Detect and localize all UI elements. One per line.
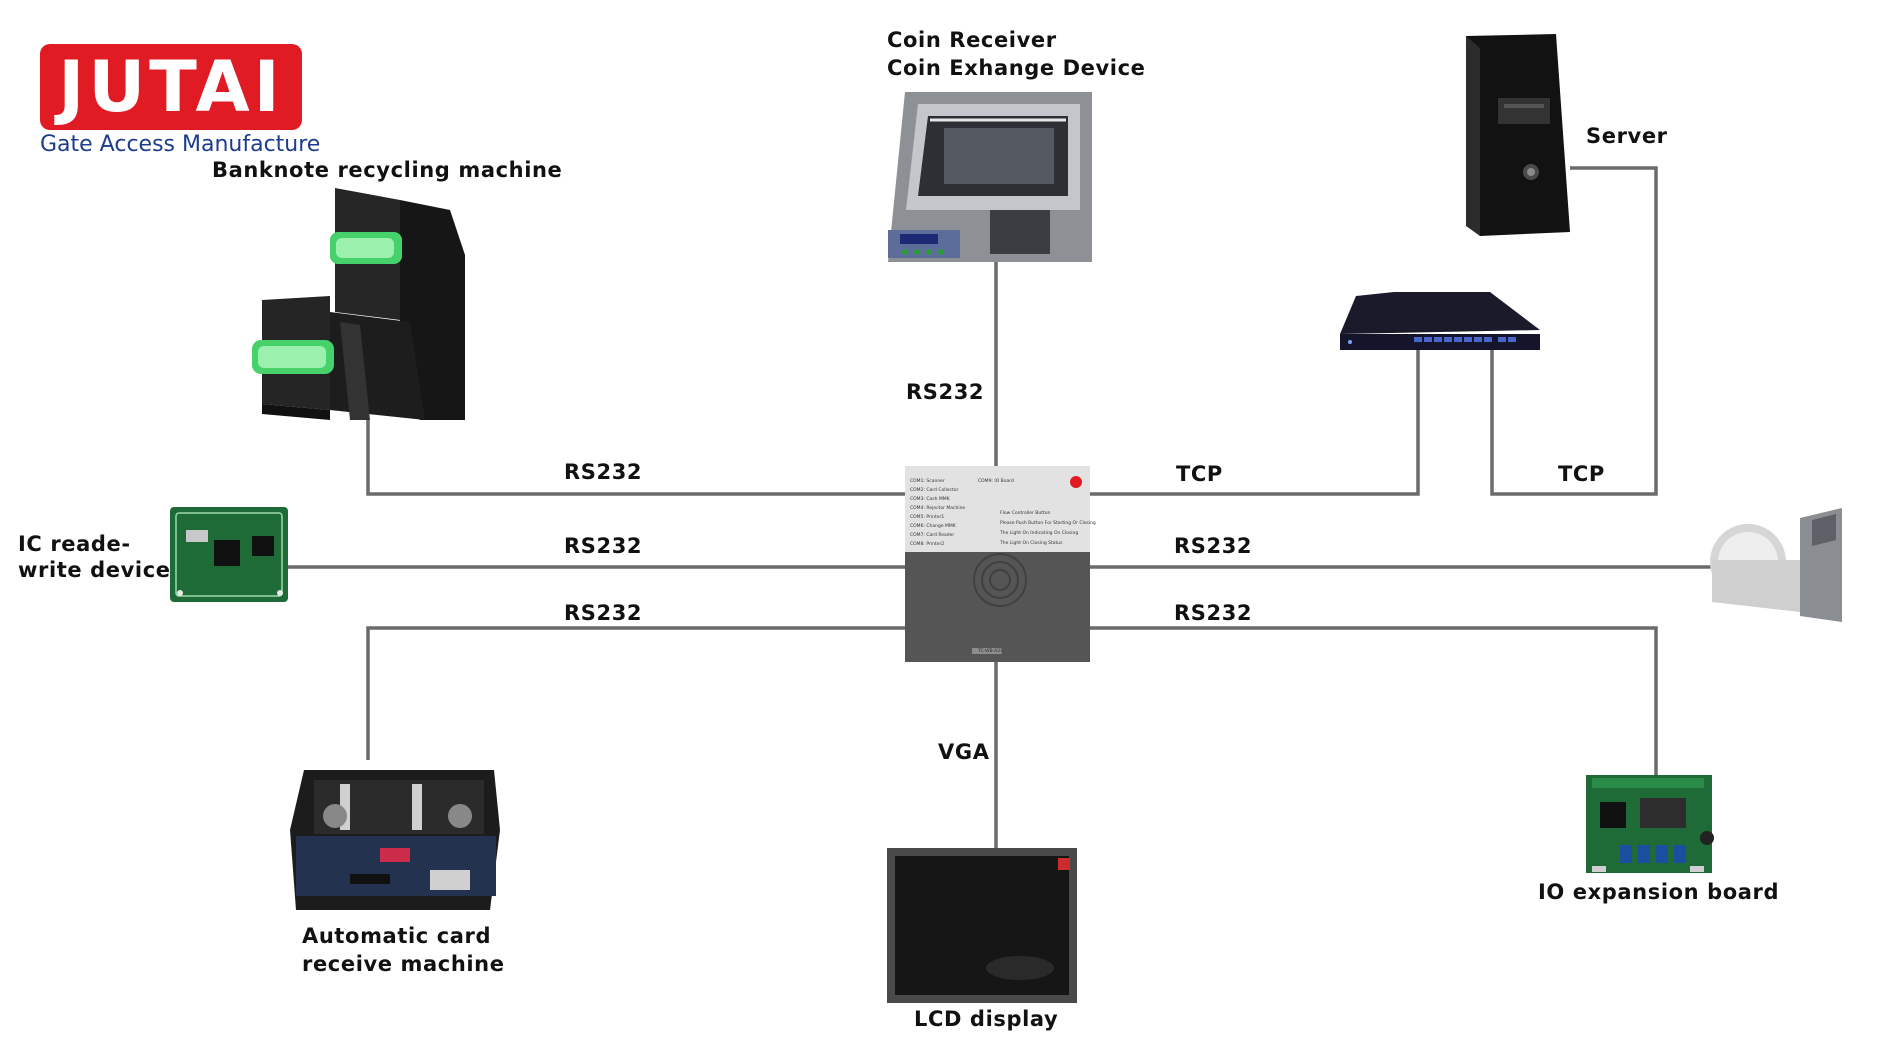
server-label: Server [1586, 124, 1668, 148]
coin-label-line2: Coin Exhange Device [887, 56, 1146, 80]
conn-io-label: RS232 [1174, 601, 1253, 625]
line-banknote [366, 420, 905, 496]
controller-port-label: COM5: Printer1 [910, 514, 944, 520]
conn-switch-label: TCP [1176, 462, 1223, 486]
controller-instruction: Please Push Button For Starting Or Closi… [1000, 520, 1096, 526]
card-label-line2: receive machine [302, 952, 505, 976]
controller-instruction: The Light On Closing Status [999, 540, 1063, 546]
line-io [1090, 626, 1658, 775]
conn-banknote-label: RS232 [564, 460, 643, 484]
controller-port-label: COM2: Card Collector [910, 487, 958, 493]
line-card [366, 626, 905, 760]
io-label: IO expansion board [1538, 880, 1780, 904]
card-label-line1: Automatic card [302, 924, 492, 948]
jutai-logo: JUTAI [40, 44, 302, 130]
conn-lcd-label: VGA [938, 740, 990, 764]
controller-instruction: Flow Controller Button [1000, 510, 1050, 516]
conn-server-label: TCP [1558, 462, 1605, 486]
conn-ic-label: RS232 [564, 534, 643, 558]
controller-port-label: COM6: Change MMK [910, 523, 957, 529]
line-switch [1090, 350, 1420, 496]
logo-brand: JUTAI [58, 46, 284, 128]
lcd-label: LCD display [914, 1007, 1059, 1031]
ic-label-line2: write device [18, 558, 171, 582]
conn-card-label: RS232 [564, 601, 643, 625]
controller-port-label: COM7: Card Reader [910, 532, 954, 538]
conn-coin-label: RS232 [906, 380, 985, 404]
banknote-label: Banknote recycling machine [212, 158, 563, 182]
coin-label-line1: Coin Receiver [887, 28, 1057, 52]
controller-instruction: The Light On Indicating On Closing [999, 530, 1078, 536]
controller-port-label: COM3: Cash MMK [910, 496, 951, 502]
controller-model: TC-WB-A21 [977, 648, 1003, 654]
conn-printer-label: RS232 [1174, 534, 1253, 558]
controller-port-label: COM8: Printer2 [910, 541, 944, 547]
controller-port-label: COM9: IO Board [978, 478, 1014, 484]
line-server [1490, 166, 1658, 496]
logo-tagline: Gate Access Manufacture [40, 132, 321, 157]
controller-port-label: COM4: Rejector Machine [910, 505, 965, 511]
ic-label-line1: IC reade- [18, 532, 131, 556]
controller-port-label: COM1: Scanner [910, 478, 945, 484]
